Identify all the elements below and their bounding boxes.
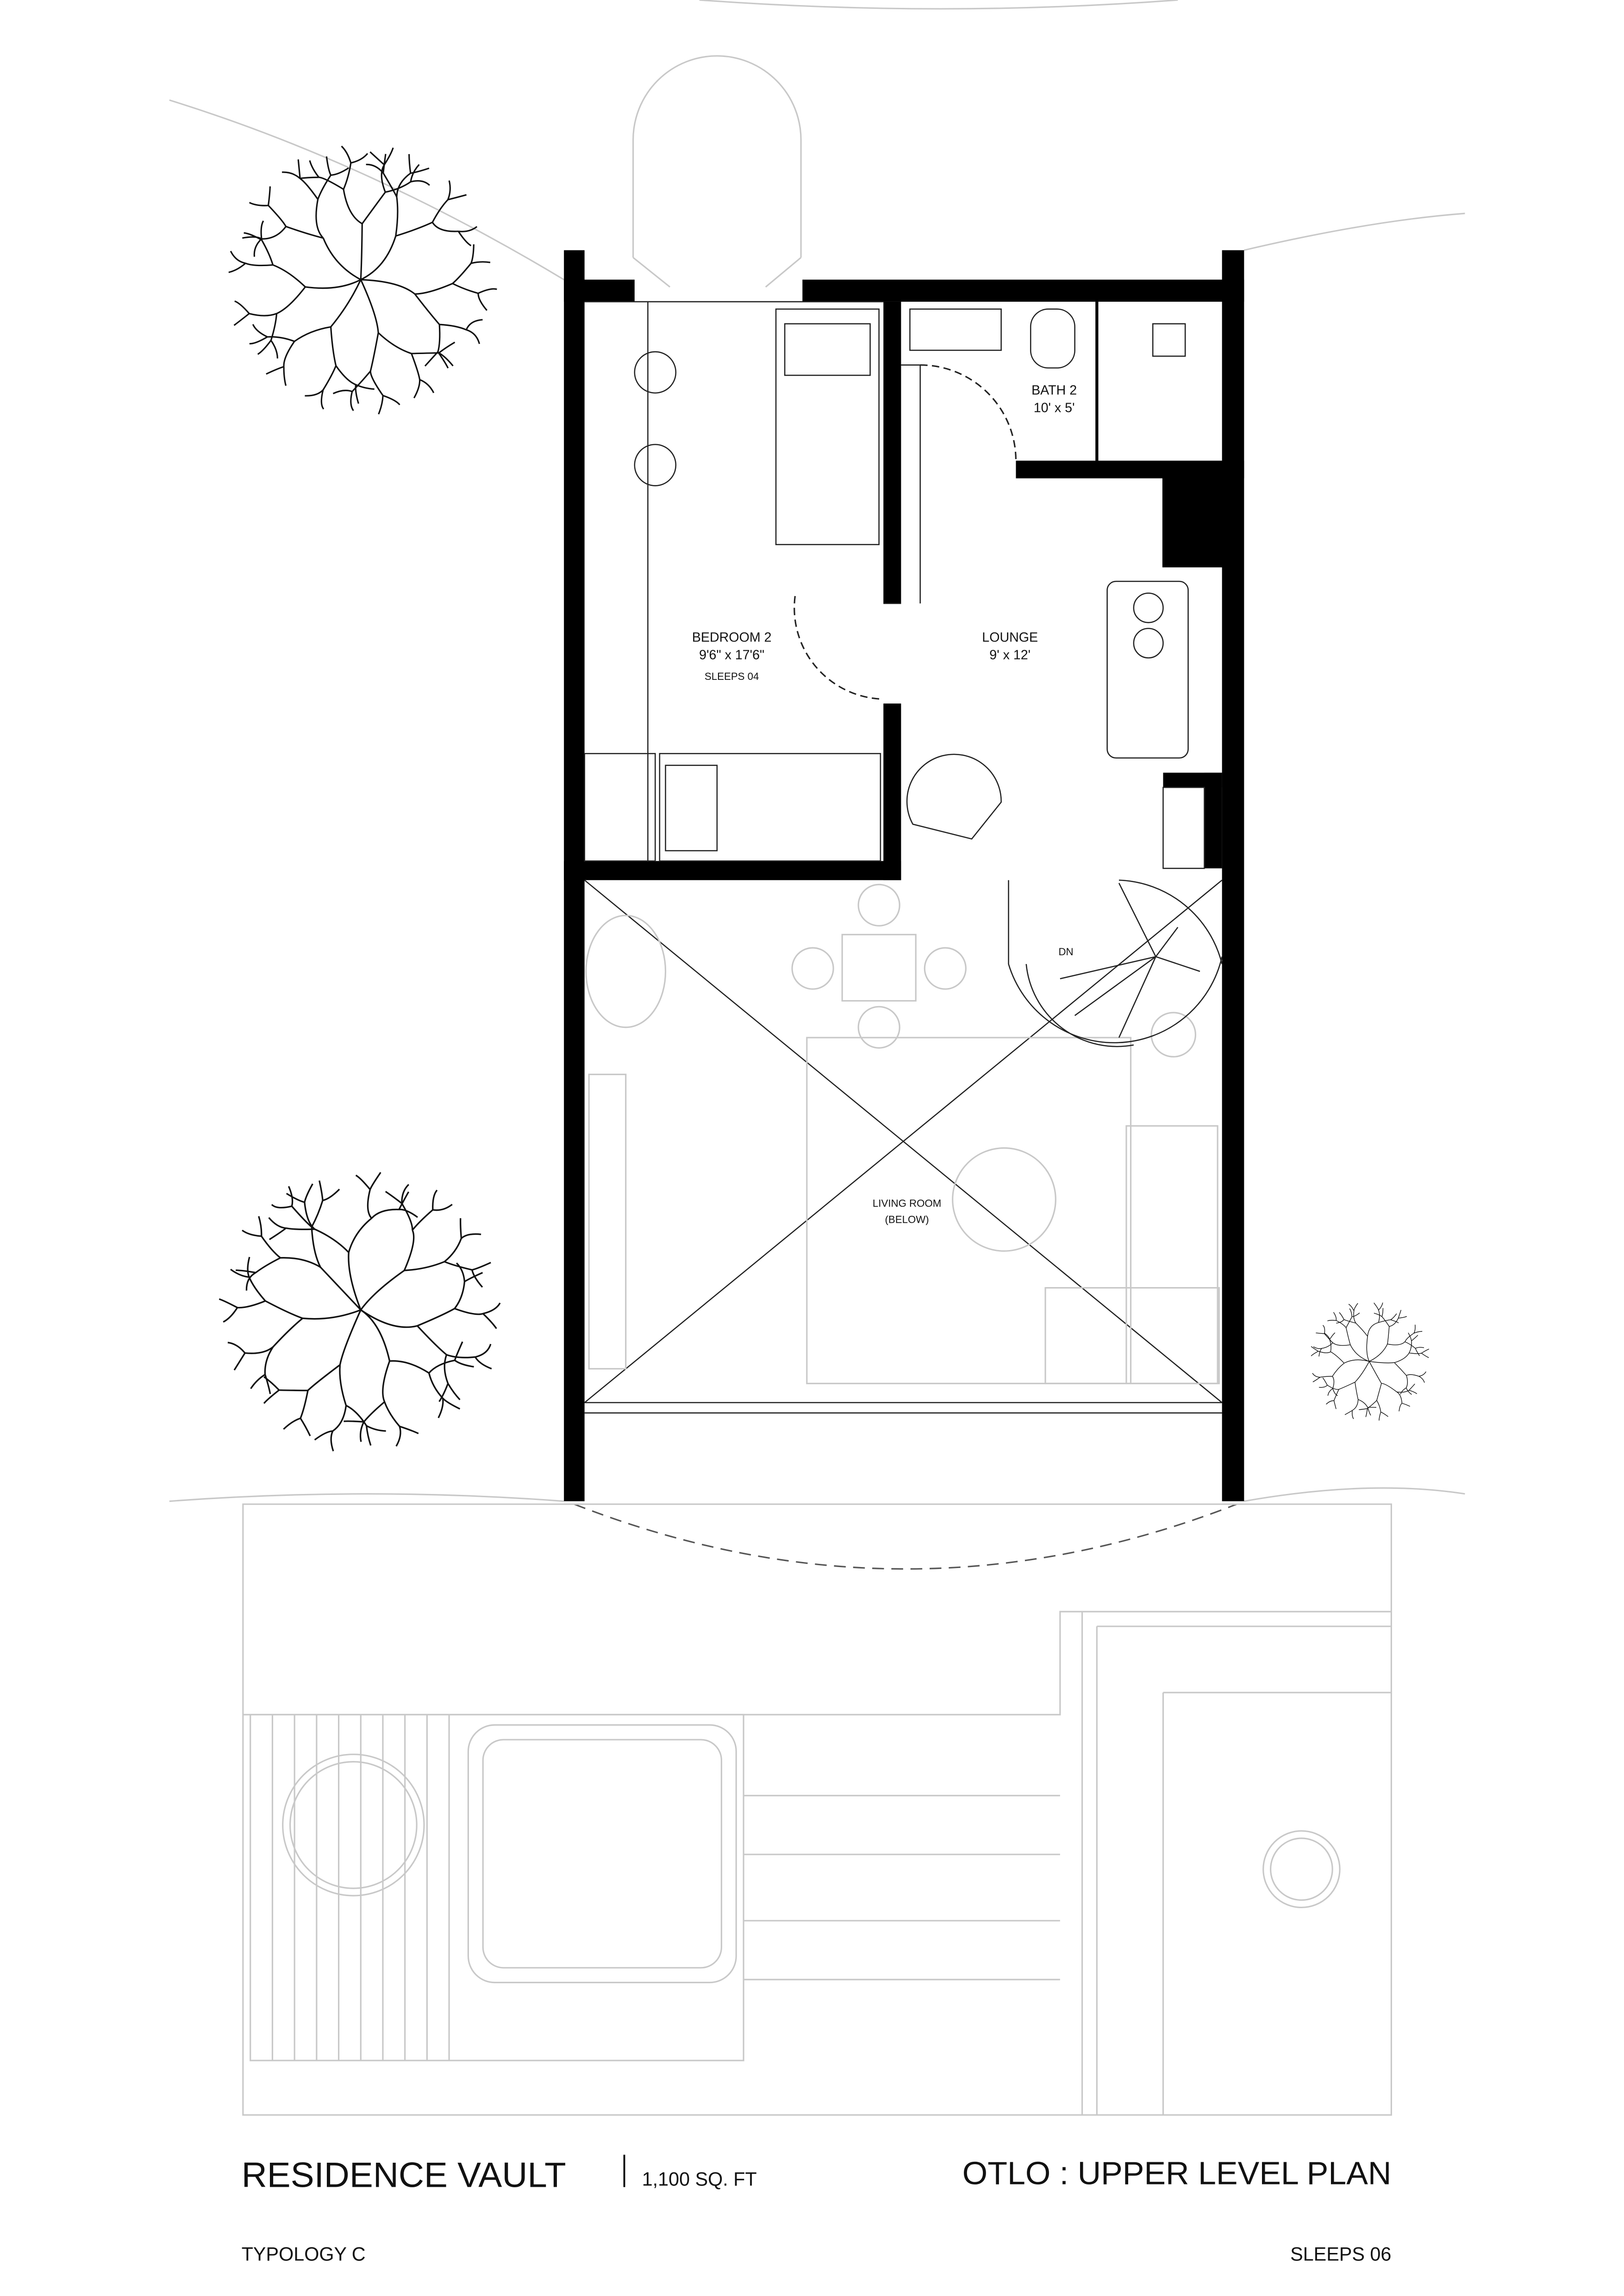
tree-icon [219, 1172, 501, 1452]
deck-boards [250, 1714, 744, 2061]
site-context [169, 0, 1465, 2116]
living-name: LIVING ROOM [873, 1198, 941, 1209]
bedroom-name: BEDROOM 2 [692, 630, 772, 645]
tree-icon [228, 145, 497, 415]
living-note: (BELOW) [885, 1214, 929, 1226]
bath-size: 10' x 5' [1034, 400, 1075, 415]
interior-details [584, 301, 1223, 1414]
bedroom-size: 9'6" x 17'6" [699, 648, 764, 663]
project-area: 1,100 SQ. FT [642, 2168, 757, 2190]
bedroom-sleeps: SLEEPS 04 [705, 671, 759, 682]
walls [564, 250, 1244, 1501]
lounge-name: LOUNGE [982, 630, 1038, 645]
typology: TYPOLOGY C [242, 2244, 366, 2265]
sleeps-total: SLEEPS 06 [1290, 2244, 1391, 2265]
project-title: RESIDENCE VAULT [242, 2156, 566, 2195]
plan-title: OTLO : UPPER LEVEL PLAN [962, 2155, 1392, 2191]
stair-dn-label: DN [1059, 946, 1074, 958]
tree-icon [1311, 1302, 1430, 1421]
lounge-size: 9' x 12' [989, 648, 1031, 663]
bath-name: BATH 2 [1031, 383, 1077, 398]
